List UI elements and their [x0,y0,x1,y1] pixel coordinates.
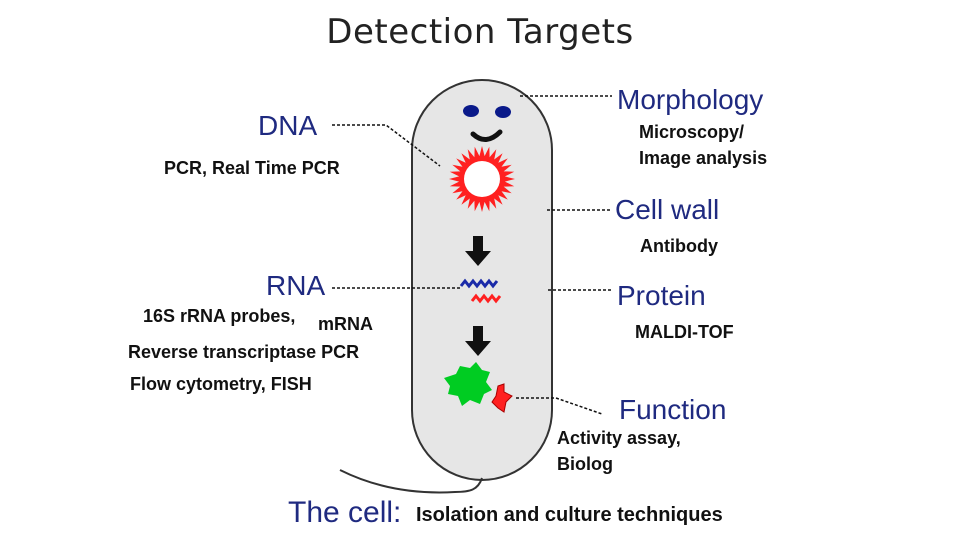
leader-function [516,397,603,415]
rna-methods-line1: 16S rRNA probes, [143,306,296,326]
rna-blue-icon [459,278,499,289]
function-method-line2: Biolog [557,454,613,474]
cell-label: The cell: [288,496,402,529]
eye-left-icon [463,105,479,117]
dna-methods: PCR, Real Time PCR [164,158,340,178]
protein-label: Protein [617,280,706,311]
protein-method: MALDI-TOF [635,322,734,342]
rna-methods-line2: Reverse transcriptase PCR [128,342,360,362]
flagellum [339,469,483,494]
protein-green-icon [444,362,492,406]
eye-right-icon [495,106,511,118]
leader-dna [332,124,441,167]
cell-wall-sunburst-icon [449,146,515,212]
morphology-method-line2: Image analysis [639,148,768,168]
morphology-method-line1: Microscopy/ [639,122,745,142]
mouth-icon [470,129,503,142]
protein-red-icon [491,383,513,413]
arrow-down-icon [465,326,491,356]
cell-wall-label: Cell wall [615,194,720,225]
rna-methods-mrna: mRNA [318,314,374,334]
rna-red-icon [470,293,502,304]
arrow-down-icon [465,236,491,266]
rna-label: RNA [266,270,326,301]
function-method-line1: Activity assay, [557,428,681,448]
dna-label: DNA [258,110,318,141]
function-label: Function [619,394,727,425]
cell-method: Isolation and culture techniques [416,504,723,526]
morphology-label: Morphology [617,84,764,115]
rna-methods-line3: Flow cytometry, FISH [130,374,312,394]
diagram-title: Detection Targets [326,12,634,52]
cell-wall-method: Antibody [640,236,718,256]
